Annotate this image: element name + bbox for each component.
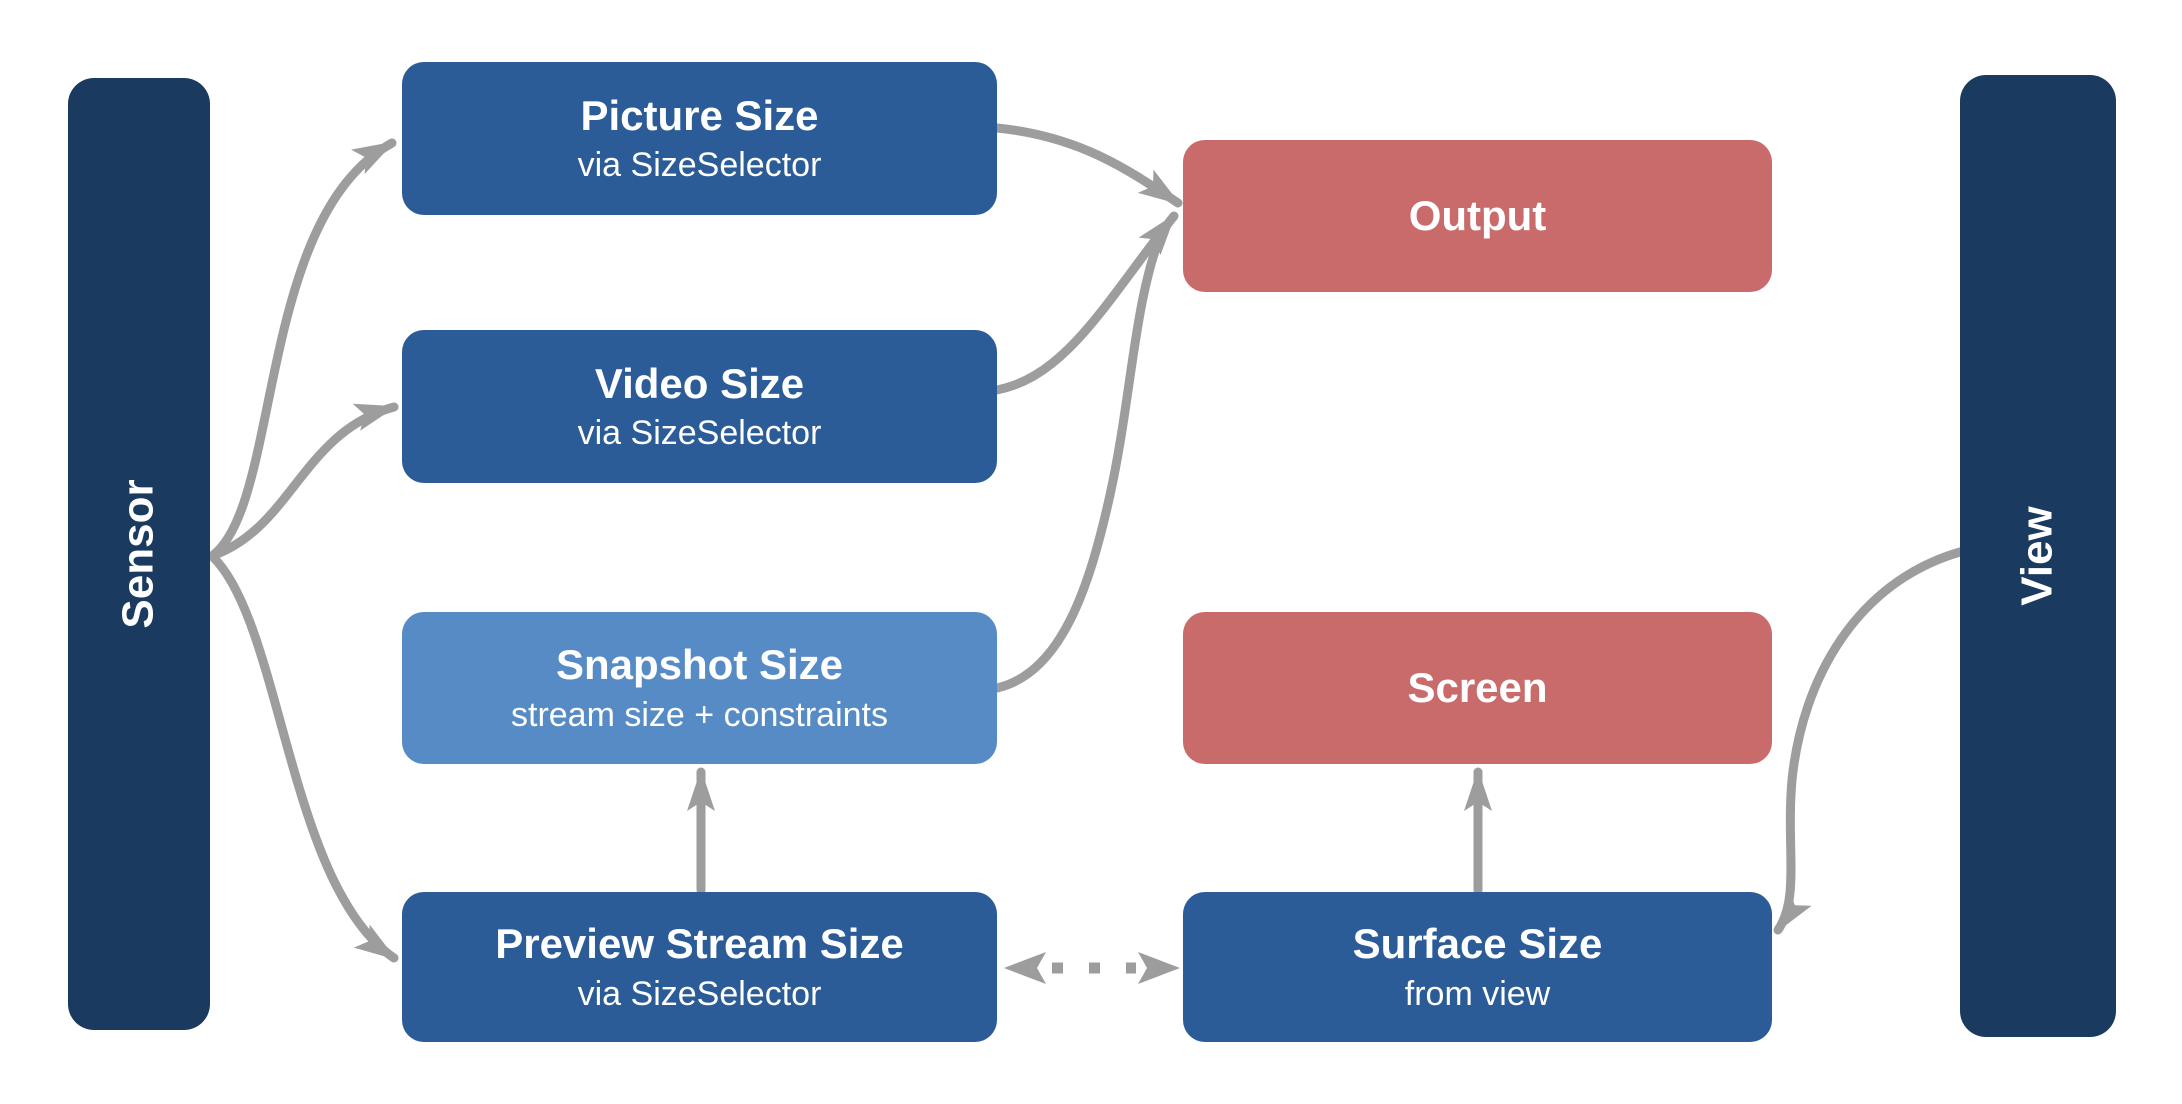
edge-view-to-surface: [1773, 547, 1965, 935]
arrowhead-left-icon: [1004, 952, 1046, 984]
node-subtitle: via SizeSelector: [577, 146, 822, 185]
node-title: Snapshot Size: [555, 641, 844, 689]
edge-sensor-to-preview: [207, 551, 399, 963]
edge-picture-to-output: [992, 123, 1183, 208]
node-title: Surface Size: [1352, 920, 1603, 968]
node-subtitle: stream size + constraints: [511, 695, 888, 734]
node-title: Video Size: [594, 359, 805, 407]
node-subtitle: via SizeSelector: [577, 414, 822, 453]
node-title: Screen: [1407, 663, 1548, 711]
sensor-bar: Sensor: [68, 78, 210, 1030]
sensor-bar-label: Sensor: [114, 479, 164, 629]
node-subtitle: from view: [1404, 974, 1551, 1013]
node-title: Preview Stream Size: [495, 920, 904, 968]
node-surface-size: Surface Size from view: [1183, 892, 1772, 1042]
node-title: Output: [1408, 191, 1547, 239]
edge-sensor-to-picture: [207, 138, 397, 561]
view-bar: View: [1960, 75, 2116, 1037]
node-subtitle: via SizeSelector: [577, 974, 822, 1013]
node-video-size: Video Size via SizeSelector: [402, 330, 997, 483]
view-bar-label: View: [2012, 506, 2062, 606]
node-snapshot-size: Snapshot Size stream size + constraints: [402, 612, 997, 764]
edge-snapshot-to-output: [992, 227, 1167, 693]
edge-sensor-to-video: [207, 402, 399, 561]
edge-video-to-output: [992, 211, 1179, 395]
node-output: Output: [1183, 140, 1772, 292]
node-picture-size: Picture Size via SizeSelector: [402, 62, 997, 215]
arrowhead-right-icon: [1138, 952, 1180, 984]
node-screen: Screen: [1183, 612, 1772, 764]
node-preview-stream-size: Preview Stream Size via SizeSelector: [402, 892, 997, 1042]
node-title: Picture Size: [580, 91, 819, 139]
